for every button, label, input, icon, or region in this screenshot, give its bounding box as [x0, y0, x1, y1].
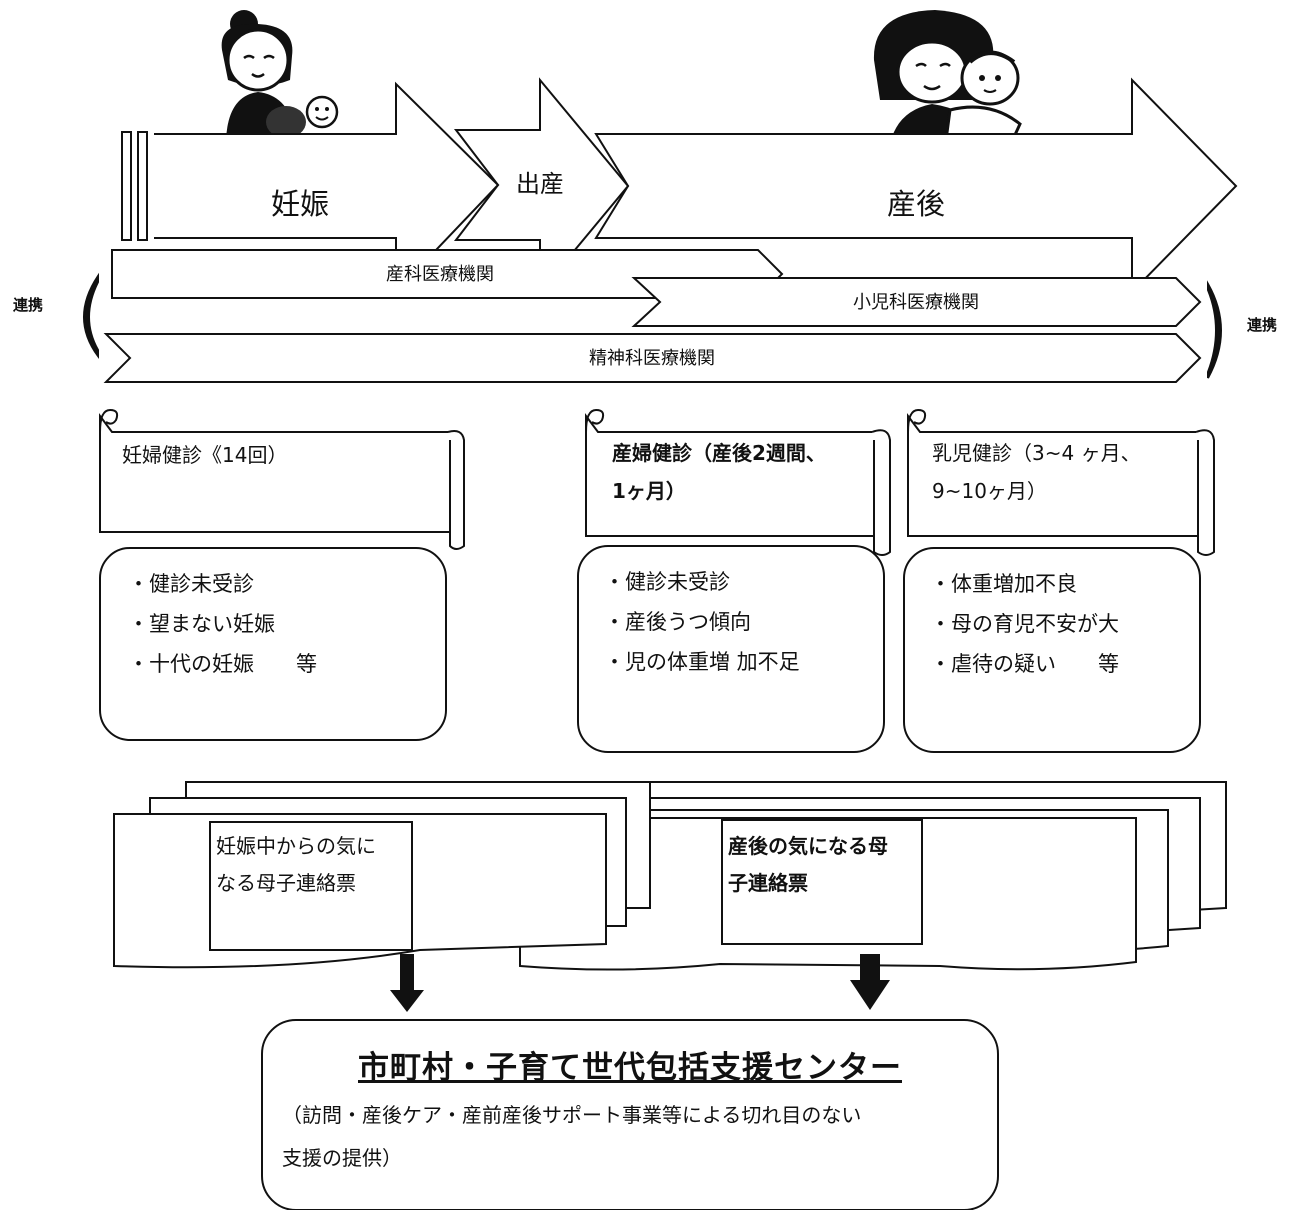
- down-arrow-right: [850, 954, 890, 1010]
- scroll-banner-postpartum-checkup: [585, 408, 891, 556]
- concern-list-postpartum: ・健診未受診 ・産後うつ傾向 ・児の体重増 加不足: [604, 562, 800, 682]
- pregnancy-form-box: [209, 821, 413, 951]
- checkup-infant-title-line2: 9~10ヶ月）: [932, 479, 1047, 503]
- cooperation-bracket-right: [1207, 280, 1222, 379]
- band-psychiatry: [103, 333, 1202, 383]
- band-psychiatry-label: 精神科医療機関: [589, 348, 715, 369]
- support-center-desc-line1: （訪問・産後ケア・産前産後サポート事業等による切れ目のない: [282, 1103, 862, 1127]
- checkup-postpartum-title-line2: 1ヶ月）: [612, 479, 686, 503]
- down-arrow-left: [390, 954, 424, 1012]
- checkup-postpartum-title-line1: 産婦健診（産後2週間、: [612, 441, 826, 465]
- list-item: ・産後うつ傾向: [604, 610, 751, 634]
- cooperation-left-label: 連携: [13, 296, 43, 314]
- cooperation-bracket-left: [83, 272, 99, 360]
- concern-box-postpartum: [577, 545, 885, 753]
- band-obstetrics-label: 産科医療機関: [386, 264, 494, 285]
- checkup-pregnancy-title-text: 妊婦健診《14回）: [122, 443, 288, 467]
- pregnancy-form-line1: 妊娠中からの気に: [216, 834, 376, 858]
- list-item: ・健診未受診: [604, 570, 730, 594]
- band-pediatrics-label: 小児科医療機関: [853, 292, 979, 313]
- arrow-pregnancy: [154, 81, 500, 295]
- pregnant-woman-illustration: [221, 10, 339, 140]
- postpartum-form-line2: 子連絡票: [728, 871, 808, 895]
- pregnancy-form-line2: なる母子連絡票: [216, 871, 356, 895]
- scroll-banner-infant-checkup: [907, 408, 1215, 556]
- postpartum-form-box: [721, 819, 923, 945]
- concern-box-pregnancy: [99, 547, 447, 741]
- cooperation-right-label: 連携: [1247, 316, 1277, 334]
- start-marker-bar: [121, 131, 132, 241]
- list-item: ・体重増加不良: [930, 572, 1077, 596]
- checkup-infant-title: 乳児健診（3~4 ヶ月、 9~10ヶ月）: [932, 434, 1194, 510]
- list-item: ・虐待の疑い 等: [930, 652, 1119, 676]
- support-center-desc-line2: 支援の提供）: [282, 1146, 402, 1170]
- phase-birth-label: 出産: [516, 170, 564, 198]
- concern-list-infant: ・体重増加不良 ・母の育児不安が大 ・虐待の疑い 等: [930, 564, 1119, 684]
- checkup-infant-title-line1: 乳児健診（3~4 ヶ月、: [932, 441, 1141, 465]
- phase-postpartum-label: 産後: [887, 187, 945, 221]
- postpartum-form-line1: 産後の気になる母: [728, 834, 888, 858]
- scroll-banner-pregnancy-checkup: [99, 408, 465, 550]
- support-center-description: （訪問・産後ケア・産前産後サポート事業等による切れ目のない 支援の提供）: [282, 1094, 988, 1180]
- list-item: ・望まない妊娠: [128, 612, 275, 636]
- band-pediatrics: [631, 277, 1202, 327]
- concern-box-infant: [903, 547, 1201, 753]
- pregnancy-form-label: 妊娠中からの気に なる母子連絡票: [216, 828, 412, 902]
- postpartum-form-label: 産後の気になる母 子連絡票: [728, 828, 924, 902]
- list-item: ・十代の妊娠 等: [128, 652, 317, 676]
- support-center-title: 市町村・子育て世代包括支援センター: [358, 1050, 902, 1086]
- list-item: ・健診未受診: [128, 572, 254, 596]
- checkup-pregnancy-title: 妊婦健診《14回）: [122, 436, 442, 474]
- phase-pregnancy-label: 妊娠: [271, 187, 329, 221]
- list-item: ・児の体重増 加不足: [604, 650, 800, 674]
- list-item: ・母の育児不安が大: [930, 612, 1119, 636]
- support-center-box: [261, 1019, 999, 1210]
- start-marker-bar: [137, 131, 148, 241]
- concern-list-pregnancy: ・健診未受診 ・望まない妊娠 ・十代の妊娠 等: [128, 564, 317, 684]
- checkup-postpartum-title: 産婦健診（産後2週間、 1ヶ月）: [612, 434, 870, 510]
